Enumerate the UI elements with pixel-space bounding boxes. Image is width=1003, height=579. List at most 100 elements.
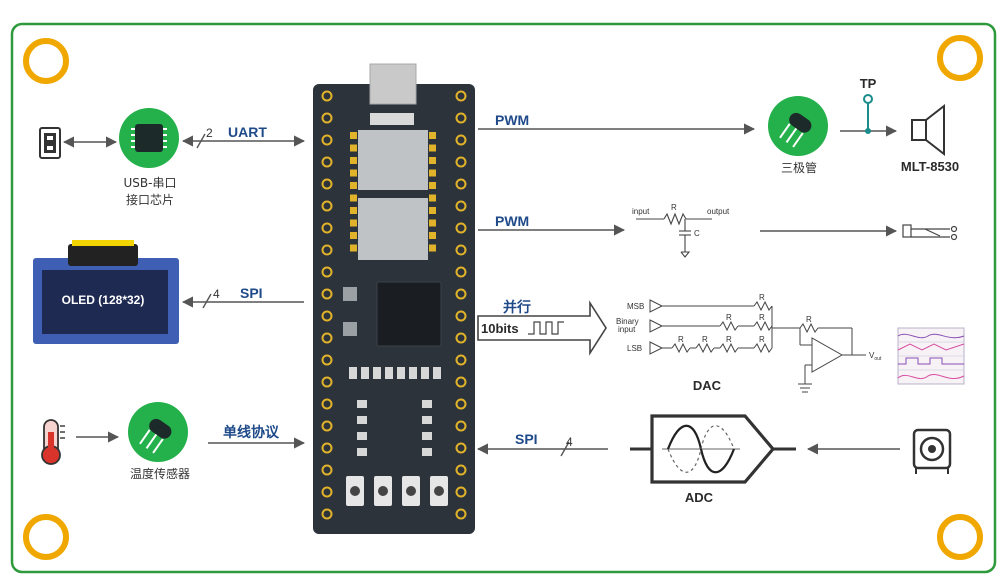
smd-part: [385, 367, 393, 379]
dac-msb-label: MSB: [627, 302, 644, 311]
smd-part: [357, 448, 367, 456]
usb-connector: [369, 63, 417, 105]
module-pad-left: [350, 157, 357, 164]
dac-r-label-3: R: [759, 313, 765, 322]
spi-right-slash: [560, 441, 570, 457]
mounting-hole-top-left: [23, 38, 69, 84]
potentiometer-icon: [912, 428, 952, 474]
smd-part: [361, 367, 369, 379]
module-pad-right: [429, 207, 436, 214]
dac-r-label-7: R: [759, 335, 765, 344]
mounting-hole-bottom-right: [937, 514, 983, 560]
module-pad-right: [429, 144, 436, 152]
header-pin-right: [455, 200, 467, 212]
square-wave-glyph: [528, 321, 564, 335]
parallel-label: 并行: [503, 299, 531, 315]
smd-part: [433, 367, 441, 379]
dac-r-label-1: R: [759, 293, 765, 302]
header-pin-right: [455, 156, 467, 168]
module-pad-left: [350, 244, 357, 252]
uart-bus-width: 2: [206, 126, 213, 140]
module-pad-right: [429, 182, 436, 189]
parallel-bus-arrow: [477, 300, 607, 356]
module-pad-left: [350, 169, 357, 177]
header-pins: [321, 90, 467, 520]
header-pin-right: [455, 486, 467, 498]
rc-filter-schematic: [636, 212, 712, 258]
dac-binary-label-1: Binary: [616, 317, 639, 326]
dac-vout-sub: out: [874, 356, 882, 362]
header-pin-left: [321, 420, 333, 432]
header-pin-left: [321, 156, 333, 168]
module-pad-right: [429, 132, 436, 139]
header-pin-left: [321, 244, 333, 256]
rc-c-label: C: [694, 229, 700, 238]
switch-load-icon: [902, 224, 958, 241]
tp-label: TP: [860, 76, 877, 91]
onewire-label: 单线协议: [223, 424, 280, 440]
tact-button-cap: [434, 486, 444, 496]
header-pin-left: [321, 398, 333, 410]
dac-binary-label-2: input: [618, 325, 636, 334]
spi-left-slash: [202, 293, 212, 309]
header-pin-right: [455, 112, 467, 124]
header-pin-left: [321, 310, 333, 322]
dac-r-label-2: R: [726, 313, 732, 322]
smd-components: [349, 367, 441, 456]
dac-r-label-8: R: [806, 315, 812, 324]
header-pin-right: [455, 332, 467, 344]
header-pin-left: [321, 486, 333, 498]
header-pin-left: [321, 90, 333, 102]
dac-vout-label: Vout: [869, 351, 882, 362]
usb-chip-caption-2: 接口芯片: [126, 192, 174, 207]
transistor-icon: [768, 96, 828, 156]
tact-button-cap: [350, 486, 360, 496]
spi-right-label: SPI: [515, 431, 538, 447]
module-pad-right: [429, 244, 436, 252]
header-pin-right: [455, 90, 467, 102]
bits-label: 10bits: [481, 321, 519, 336]
pwm1-label: PWM: [495, 112, 529, 128]
module-pad-right: [429, 219, 436, 227]
rc-output-label: output: [707, 207, 730, 216]
header-pin-right: [455, 266, 467, 278]
uart-label: UART: [228, 124, 267, 140]
spi-right-width: 4: [566, 435, 573, 449]
adc-caption: ADC: [685, 490, 714, 505]
header-pin-right: [455, 442, 467, 454]
header-pin-right: [455, 354, 467, 366]
smd-part: [422, 432, 432, 440]
header-pin-right: [455, 508, 467, 520]
spi-left-width: 4: [213, 287, 220, 301]
smd-part: [397, 367, 405, 379]
header-pin-right: [455, 310, 467, 322]
module-gold-pads: [350, 132, 436, 252]
usb-chip-caption-1: USB-串口: [124, 176, 177, 190]
smd-part: [422, 400, 432, 408]
uart-bus-slash: [196, 133, 206, 149]
module-pad-left: [350, 207, 357, 214]
mcu-chip: [376, 281, 442, 347]
header-pin-left: [321, 464, 333, 476]
header-pin-left: [321, 332, 333, 344]
smd-part: [421, 367, 429, 379]
header-pin-right: [455, 420, 467, 432]
transistor-caption: 三极管: [781, 160, 817, 175]
rc-r-label: R: [671, 203, 677, 212]
tact-button-cap: [406, 486, 416, 496]
speaker-caption: MLT-8530: [901, 159, 959, 174]
speaker-icon: [911, 103, 945, 157]
module-pad-right: [429, 194, 436, 202]
tact-button-cap: [378, 486, 388, 496]
mcu-board: [313, 63, 475, 534]
dac-r-label-4: R: [678, 335, 684, 344]
header-pin-left: [321, 112, 333, 124]
micro-usb-icon: [39, 127, 61, 159]
board-buttons: [346, 476, 448, 506]
module-pad-right: [429, 157, 436, 164]
temp-sensor-caption: 温度传感器: [130, 466, 190, 481]
oled-display: [33, 240, 179, 344]
dac-lsb-label: LSB: [627, 344, 642, 353]
temperature-sensor-icon: [128, 402, 188, 462]
